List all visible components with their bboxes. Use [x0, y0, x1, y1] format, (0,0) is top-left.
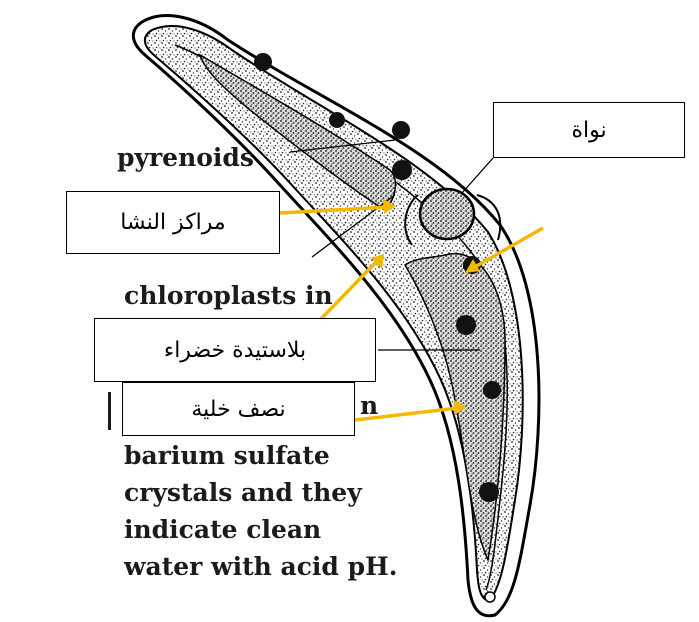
pyrenoid-1 [254, 53, 272, 71]
label-chloroplasts: chloroplasts in [124, 283, 333, 308]
caption-line-4: water with acid pH. [124, 554, 397, 579]
pyrenoid-4 [392, 160, 412, 180]
pyrenoid-3 [392, 121, 410, 139]
label-partial-hidden: n [360, 393, 378, 418]
pyrenoid-8 [479, 482, 499, 502]
label-half-cell: نصف خلية [191, 397, 285, 422]
label-box-chloroplast: بلاستيدة خضراء [94, 318, 376, 382]
caption-line-2: crystals and they [124, 480, 362, 505]
caption-line-3: indicate clean [124, 517, 321, 542]
caption-line-1: barium sulfate [124, 443, 330, 468]
label-starch-centers: مراكز النشا [120, 210, 225, 235]
leader-nucleus [462, 158, 493, 193]
label-box-half-cell: نصف خلية [122, 382, 355, 436]
label-nucleus: نواة [571, 118, 606, 143]
pyrenoid-7 [483, 381, 501, 399]
label-box-starch-centers: مراكز النشا [66, 191, 280, 254]
nucleus-shape [420, 189, 474, 239]
label-chloroplast: بلاستيدة خضراء [164, 338, 306, 363]
pyrenoid-6 [456, 315, 476, 335]
label-pyrenoids: pyrenoids [117, 145, 254, 170]
pyrenoid-2 [329, 112, 345, 128]
terminal-vacuole [485, 592, 495, 602]
label-box-nucleus: نواة [493, 102, 685, 158]
